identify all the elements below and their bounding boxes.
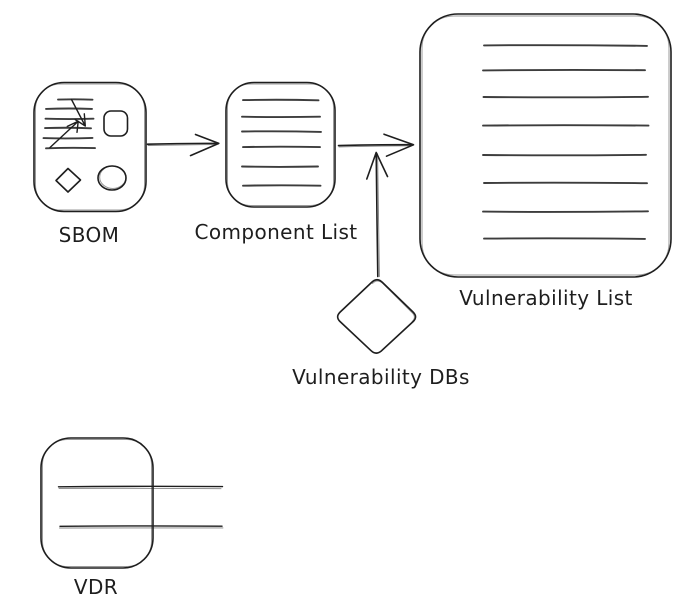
component-list-box-sketch-pass xyxy=(227,83,334,206)
sbom-square-icon xyxy=(103,110,129,137)
sbom-inner-arrow-up-icon xyxy=(49,120,79,149)
arrow-component-list-to-vulnerability-list xyxy=(337,133,415,157)
text-line xyxy=(483,237,646,240)
vulnerability-dbs-diamond-sketch-pass xyxy=(372,280,415,322)
text-line xyxy=(241,130,322,133)
arrow-shaft-sketch-pass xyxy=(377,153,380,277)
sbom-circle-sketch-pass xyxy=(99,165,127,189)
arrowhead-icon xyxy=(366,151,389,180)
arrowhead-icon xyxy=(189,133,220,157)
vulnerability-dbs-diamond xyxy=(336,278,417,354)
vulnerability-list-box-sketch-pass xyxy=(421,15,670,276)
label-component-list: Component List xyxy=(194,220,358,244)
sbom-box-sketch-pass xyxy=(35,83,145,211)
label-sbom: SBOM xyxy=(58,223,120,247)
arrow-shaft-sketch-pass xyxy=(147,144,217,146)
node-vulnerability-dbs xyxy=(336,278,417,354)
node-vdr xyxy=(40,437,224,569)
sbom-diamond-icon xyxy=(55,167,82,193)
vdr-box xyxy=(40,437,154,569)
sbom-circle-icon xyxy=(97,165,127,191)
node-vulnerability-list xyxy=(419,13,672,278)
arrow-shaft-sketch-pass xyxy=(338,145,412,148)
text-line xyxy=(482,153,647,157)
sbom-box xyxy=(33,81,147,213)
arrow-shaft xyxy=(337,143,414,147)
label-vulnerability-list: Vulnerability List xyxy=(459,286,633,310)
vdr-box-sketch-pass xyxy=(42,439,152,567)
text-line xyxy=(242,98,320,102)
node-sbom xyxy=(33,81,147,213)
text-line xyxy=(42,136,94,140)
arrow-shaft xyxy=(375,152,379,278)
text-line xyxy=(483,181,648,185)
arrow-vulnerability-dbs-to-pipeline xyxy=(366,151,389,278)
label-vdr: VDR xyxy=(73,575,119,599)
text-line xyxy=(482,95,649,99)
arrowhead-icon xyxy=(383,133,415,157)
component-list-box xyxy=(225,81,336,208)
label-vulnerability-dbs: Vulnerability DBs xyxy=(292,365,470,389)
vulnerability-list-box xyxy=(419,13,672,278)
text-line xyxy=(483,44,648,47)
arrow-shaft xyxy=(146,142,220,145)
text-line xyxy=(482,210,649,213)
arrow-sbom-to-component-list xyxy=(146,133,220,157)
text-line xyxy=(44,126,92,130)
node-component-list xyxy=(225,81,336,208)
